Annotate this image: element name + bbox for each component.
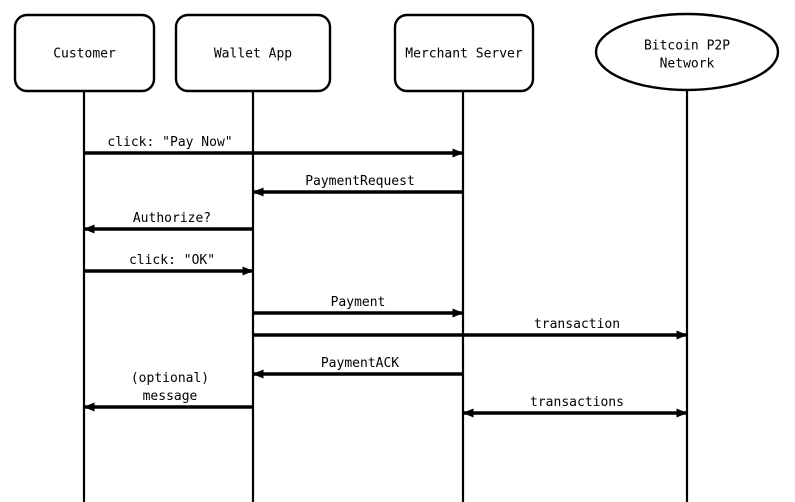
message-label-line1: (optional) [131, 371, 209, 386]
message-label: PaymentACK [321, 356, 399, 371]
message-label: transactions [530, 395, 624, 410]
participant-label-merchant-server: Merchant Server [405, 47, 523, 62]
message-label: Authorize? [133, 211, 211, 226]
message-label: click: "OK" [129, 253, 215, 268]
message-label: Payment [331, 295, 386, 310]
msg-optional-message[interactable]: (optional) message [83, 371, 253, 412]
participant-wallet-app[interactable]: Wallet App [174, 13, 332, 93]
participant-merchant-server[interactable]: Merchant Server [393, 13, 535, 93]
message-label-line2: message [143, 389, 198, 404]
message-label: transaction [534, 317, 620, 332]
participants-group: Customer Wallet App Merchant Server Bitcoin… [13, 12, 780, 93]
message-label: click: "Pay Now" [107, 135, 232, 150]
participant-label-customer: Customer [53, 47, 116, 62]
msg-click-ok[interactable]: click: "OK" [84, 253, 254, 276]
messages-group: click: "Pay Now" PaymentRequestAuthorize?… [83, 135, 688, 418]
participant-label-bitcoin-p2p-network-line1: Bitcoin P2P [644, 39, 730, 54]
participant-shape-rect [393, 13, 535, 93]
participant-customer[interactable]: Customer [13, 13, 156, 93]
participant-label-wallet-app: Wallet App [214, 47, 292, 62]
msg-transactions[interactable]: transactions [462, 395, 688, 418]
participant-shape-rect [174, 13, 332, 93]
msg-payment-ack[interactable]: PaymentACK [252, 356, 463, 379]
participant-shape-ellipse [594, 12, 780, 92]
participant-shape-rect [13, 13, 156, 93]
msg-payment-request[interactable]: PaymentRequest [252, 174, 463, 197]
participant-bitcoin-p2p-network[interactable]: Bitcoin P2P Network [594, 12, 780, 92]
msg-transaction[interactable]: transaction [253, 317, 688, 340]
lifelines-group [82, 90, 689, 502]
msg-payment[interactable]: Payment [253, 295, 464, 318]
participant-label-bitcoin-p2p-network-line2: Network [660, 57, 715, 72]
message-label: PaymentRequest [305, 174, 415, 189]
msg-authorize[interactable]: Authorize? [83, 211, 253, 234]
msg-click-pay-now[interactable]: click: "Pay Now" [84, 135, 464, 158]
